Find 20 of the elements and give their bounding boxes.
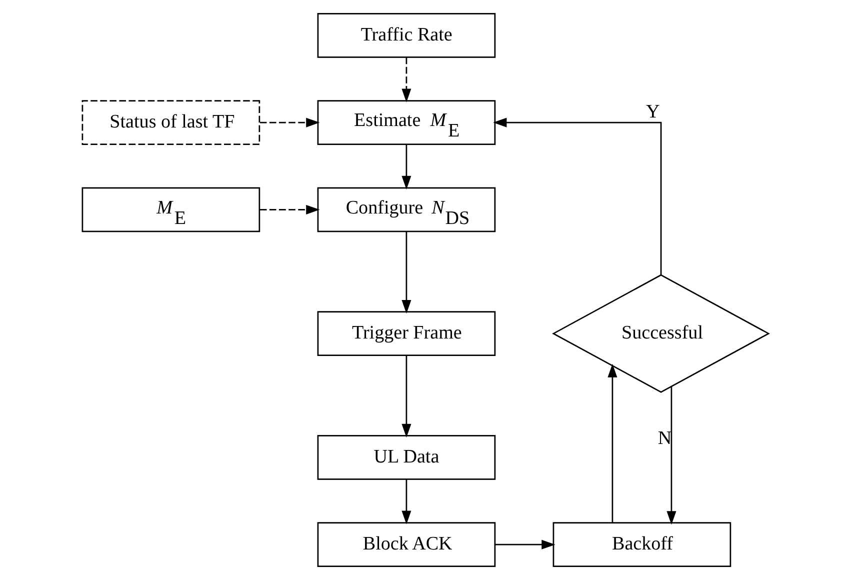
node-diamond: Successful xyxy=(552,274,770,393)
node-box: Backoff xyxy=(552,522,732,568)
node-box: Block ACK xyxy=(317,522,496,568)
arrow xyxy=(402,479,412,524)
arrow xyxy=(402,144,412,190)
arrow xyxy=(260,118,320,128)
arrow xyxy=(402,356,412,438)
edge-label: N xyxy=(658,428,672,450)
arrow xyxy=(495,540,556,550)
edge-label: Y xyxy=(646,101,660,122)
arrow xyxy=(493,118,662,275)
node-box: Status of last TF xyxy=(82,100,260,146)
arrow xyxy=(402,57,412,102)
node-box: Trigger Frame xyxy=(317,311,496,356)
node-box: UL Data xyxy=(317,434,496,480)
arrow xyxy=(402,232,412,314)
arrow xyxy=(608,364,618,523)
arrow xyxy=(260,204,320,214)
node-box: Traffic Rate xyxy=(317,12,496,58)
arrow xyxy=(666,386,676,525)
